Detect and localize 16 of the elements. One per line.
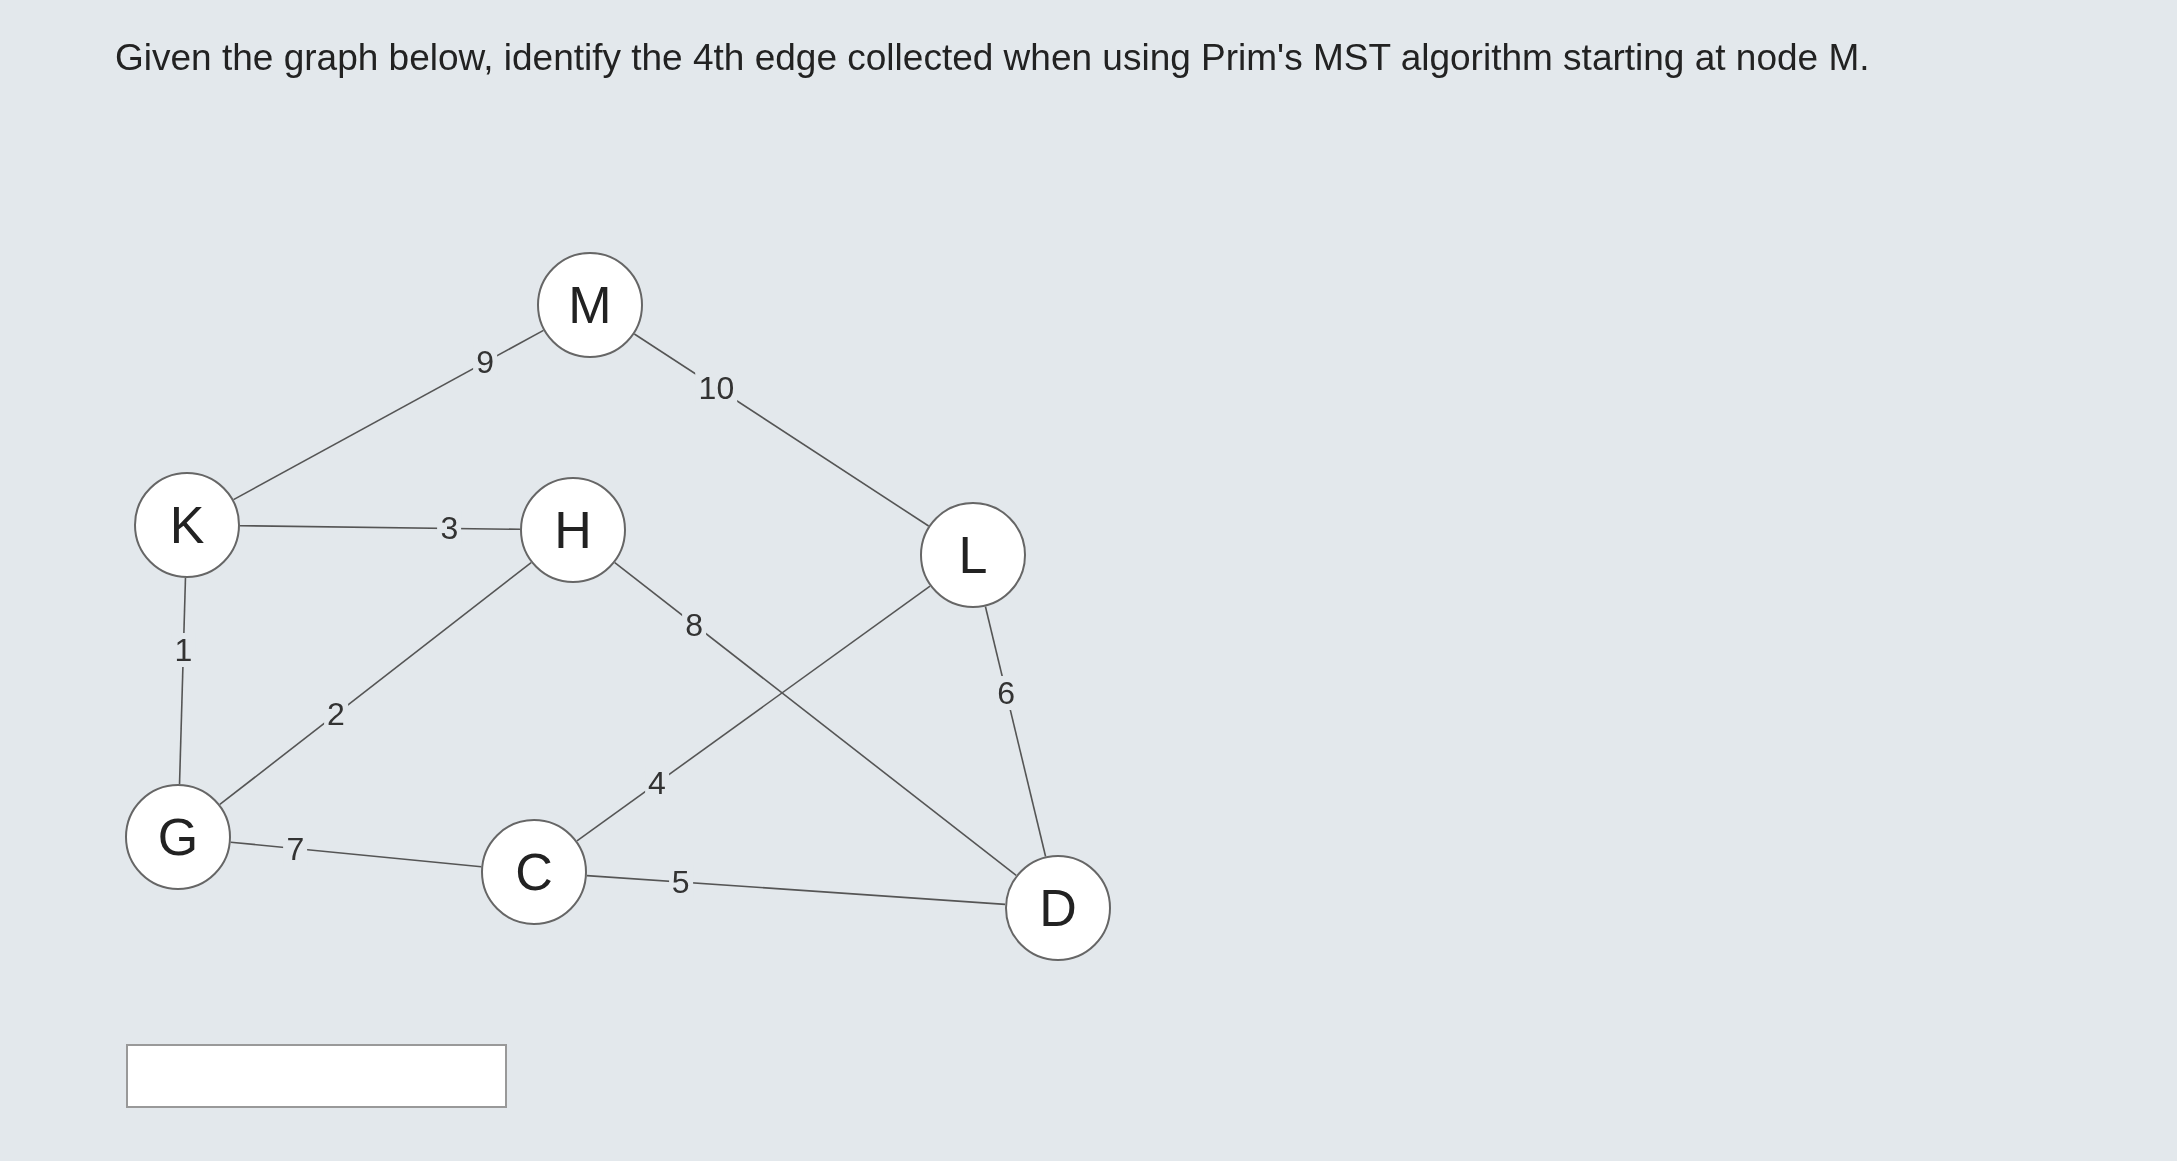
node-label: C [515,842,553,902]
edge-line [614,561,1017,877]
node-label: D [1039,878,1077,938]
node-label: G [157,807,199,867]
edge-line [586,874,1006,906]
edge-line [232,329,545,501]
node-label: K [169,495,205,555]
node-label: H [554,500,592,560]
node-label: L [958,525,988,585]
edge-line [219,561,532,806]
edge-line [239,524,521,531]
edge-line [229,841,483,868]
edge-label: 10 [695,370,738,405]
node-label: M [568,275,612,335]
edge-line [576,585,931,842]
question-text: Given the graph below, identify the 4th edge collected when using Prim's MST algorithm starting at node M. [115,36,1871,80]
